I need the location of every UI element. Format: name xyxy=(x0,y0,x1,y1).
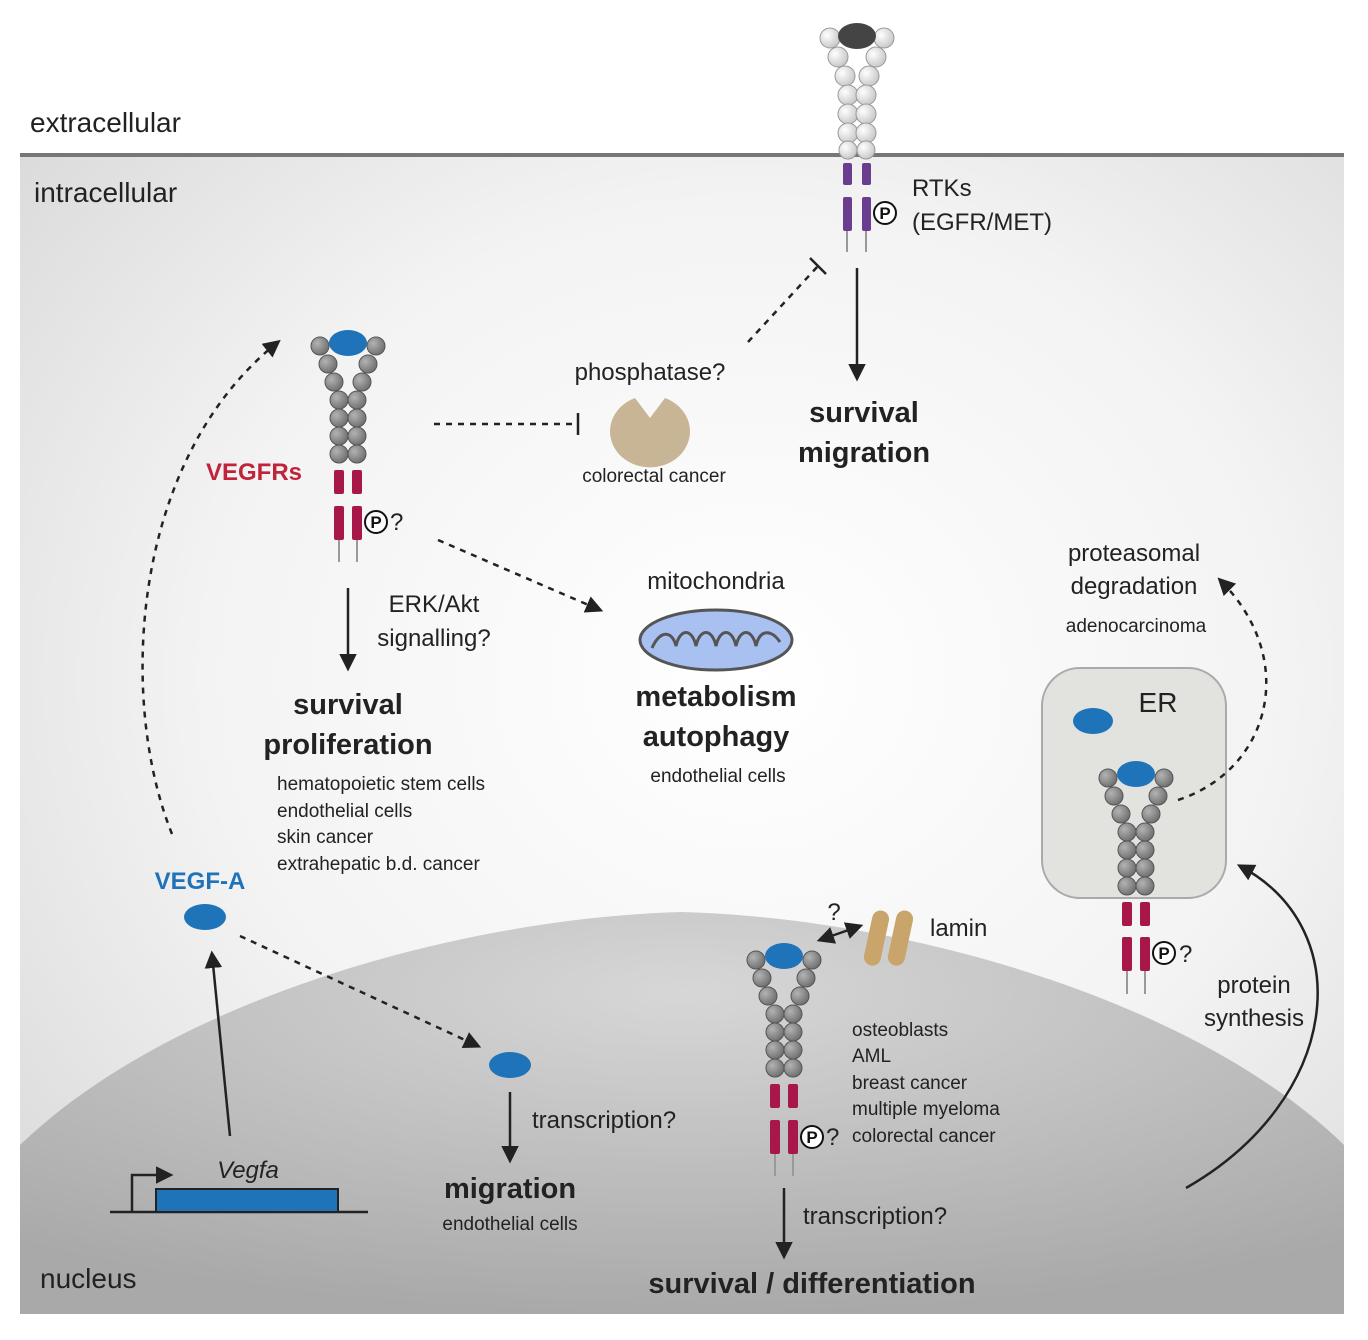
nuclear-context-5: colorectal cancer xyxy=(852,1126,996,1147)
vegfr-outcome-line2: proliferation xyxy=(263,729,432,761)
vegfr-label: VEGFRs xyxy=(206,459,302,486)
rtk-label-line1: RTKs xyxy=(912,175,972,202)
promoter-arrow xyxy=(130,1166,174,1212)
rtk-label-line2: (EGFR/MET) xyxy=(912,209,1052,236)
nuclear-context-2: AML xyxy=(852,1046,891,1067)
vegfr-context-4: extrahepatic b.d. cancer xyxy=(277,854,480,875)
erk-akt-line2: signalling? xyxy=(377,625,490,652)
vegfr-outcome-line1: survival xyxy=(293,689,403,721)
vegfr-phospho-icon xyxy=(364,510,388,534)
lamin-interaction-arrow xyxy=(816,922,864,944)
phosphatase-inhibit-line xyxy=(747,265,819,343)
vegfa-context: endothelial cells xyxy=(442,1214,577,1235)
rtk-outcome-line2: migration xyxy=(798,437,930,469)
rtk-phospho: P xyxy=(879,204,890,223)
er-label: ER xyxy=(1139,687,1178,718)
erk-akt-line1: ERK/Akt xyxy=(389,591,480,618)
mitochondria-context: endothelial cells xyxy=(650,766,785,787)
synthesis-line1: protein xyxy=(1217,972,1290,999)
degradation-arrow xyxy=(1177,577,1268,802)
nuclear-phospho: P xyxy=(806,1128,817,1147)
er-phospho: P xyxy=(1158,944,1169,963)
synthesis-line2: synthesis xyxy=(1204,1005,1304,1032)
vegfa-gene-box xyxy=(155,1188,339,1213)
vegfa-ligand xyxy=(184,904,226,930)
protein-synthesis-arrow xyxy=(1185,864,1319,1190)
lamin-question: ? xyxy=(827,899,840,926)
vegfa-gene-label: Vegfa xyxy=(217,1157,279,1184)
rtk-receptor xyxy=(819,23,895,252)
nucleus-region xyxy=(20,912,1344,1314)
vegfr-phospho: P xyxy=(370,513,381,532)
er-vegfr-receptor xyxy=(1098,761,1174,994)
degradation-line1: proteasomal xyxy=(1068,540,1200,567)
translation-arrow xyxy=(204,950,232,1137)
degradation-context: adenocarcinoma xyxy=(1066,616,1207,637)
surface-vegfa-ligand xyxy=(329,330,367,356)
nuclear-phospho-icon xyxy=(800,1125,824,1149)
vegfr-context-3: skin cancer xyxy=(277,827,374,848)
phosphatase-icon xyxy=(610,398,690,468)
nuclear-phospho-question: ? xyxy=(826,1124,839,1151)
intracellular-label: intracellular xyxy=(34,177,177,208)
nuclear-context-1: osteoblasts xyxy=(852,1020,948,1041)
vegfr-phospho-question: ? xyxy=(390,509,403,536)
extracellular-label: extracellular xyxy=(30,107,181,138)
nuclear-transcription: transcription? xyxy=(803,1203,947,1230)
phosphatase-inhibit-bar xyxy=(809,257,827,275)
vegfa-label: VEGF-A xyxy=(155,868,246,895)
nuclear-outcome: survival / differentiation xyxy=(648,1268,975,1300)
nuclear-vegfr-receptor xyxy=(746,943,822,1176)
er-vegfa-ligand xyxy=(1073,708,1113,734)
lamin-icon xyxy=(863,910,914,966)
rtk-outcome-line1: survival xyxy=(809,397,919,429)
nuclear-vegfa-ligand xyxy=(489,1052,531,1078)
er-phospho-question: ? xyxy=(1179,941,1192,968)
rtk-phospho-icon xyxy=(873,201,897,225)
mitochondria-outcome-line2: autophagy xyxy=(643,721,790,753)
lamin-label: lamin xyxy=(930,915,987,942)
vegfr-context-2: endothelial cells xyxy=(277,801,412,822)
nuclear-context-3: breast cancer xyxy=(852,1073,968,1094)
vegfr-mito-arrow xyxy=(437,538,604,613)
surface-vegfr-receptor xyxy=(310,330,386,562)
vegfa-transcription: transcription? xyxy=(532,1107,676,1134)
secretion-arrow xyxy=(141,339,281,835)
vegfa-outcome: migration xyxy=(444,1173,576,1205)
mitochondria-outcome-line1: metabolism xyxy=(635,681,796,713)
phosphatase-label: phosphatase? xyxy=(575,359,726,386)
nuclear-import-arrow xyxy=(239,934,482,1049)
rtk-ligand xyxy=(838,23,876,49)
phosphatase-context: colorectal cancer xyxy=(582,466,726,487)
mitochondria-label: mitochondria xyxy=(647,568,785,595)
mitochondria-icon xyxy=(638,608,794,672)
nucleus-label: nucleus xyxy=(40,1263,137,1294)
nuclear-context-4: multiple myeloma xyxy=(852,1099,1000,1120)
er-phospho-icon xyxy=(1152,941,1176,965)
vegfr-context-1: hematopoietic stem cells xyxy=(277,774,485,795)
degradation-line2: degradation xyxy=(1071,573,1198,600)
